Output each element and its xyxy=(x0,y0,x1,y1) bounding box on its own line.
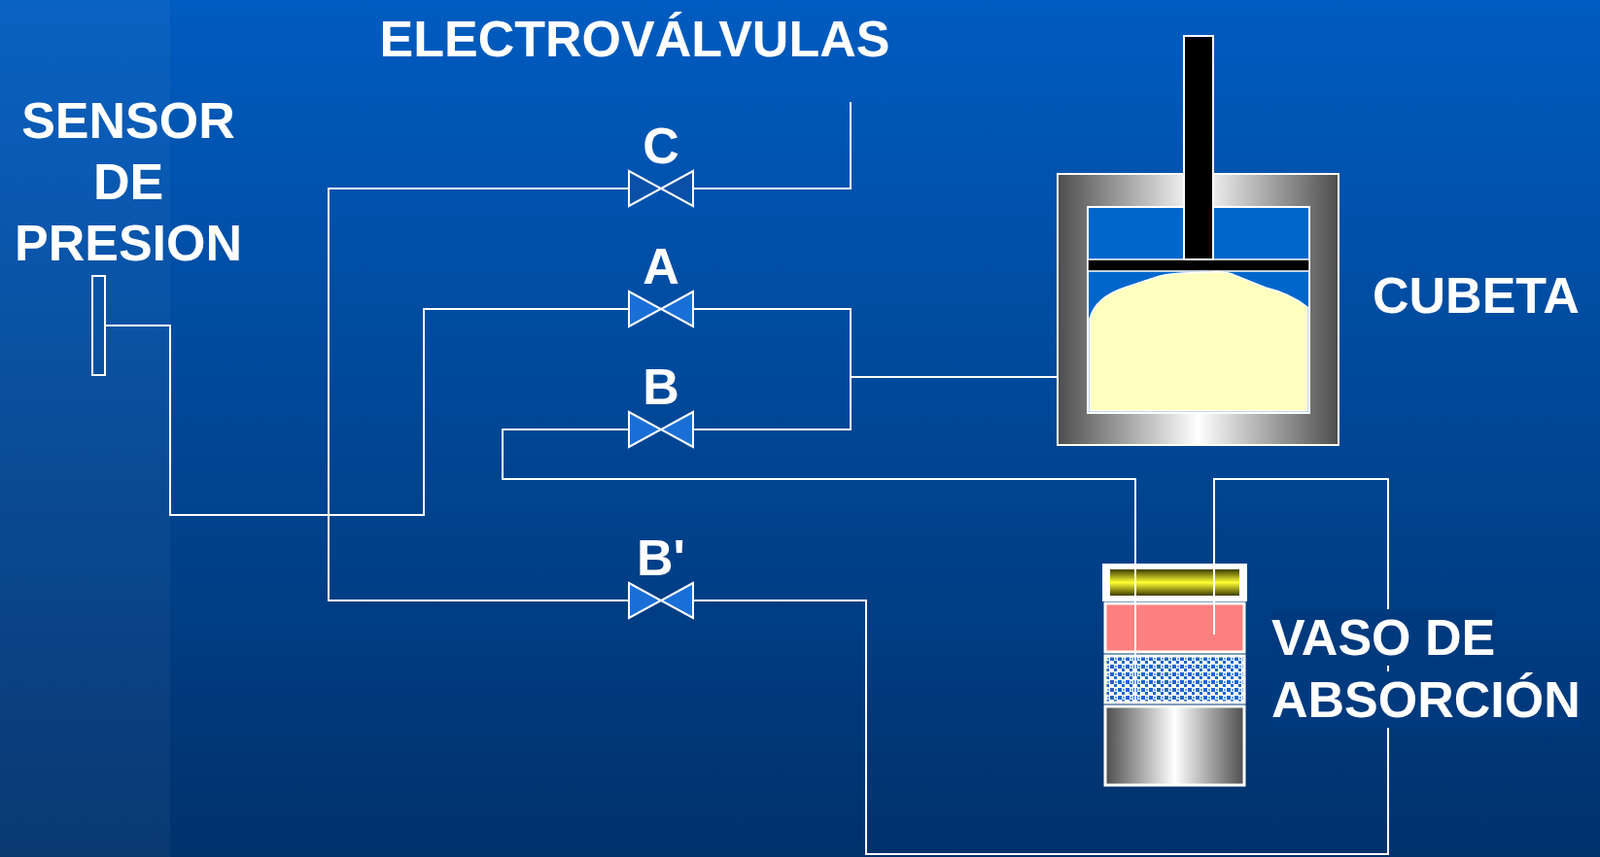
valve-label: A xyxy=(642,241,680,292)
pipe-connector xyxy=(693,309,1057,378)
sensor-symbol xyxy=(92,276,105,376)
pipe-connector xyxy=(328,188,629,601)
vessel-illustration xyxy=(1102,563,1248,786)
solenoid-valve: B xyxy=(628,412,694,448)
valve-label: C xyxy=(642,120,680,172)
pipe-connector xyxy=(502,429,1136,564)
pipe-connector xyxy=(693,479,1389,855)
part-label: VASO DE ABSORCIÓN xyxy=(1271,609,1581,729)
pressure-sensor: SENSOR DE PRESION xyxy=(91,275,106,377)
vent-line xyxy=(693,102,851,189)
pipe-connector xyxy=(105,309,629,516)
valve-label: B' xyxy=(636,532,686,584)
label-wrap: VASO DE ABSORCIÓN xyxy=(1271,606,1595,731)
valve-symbol xyxy=(628,412,694,448)
solenoid-valve: A xyxy=(628,291,694,327)
diagram-title: ELECTROVÁLVULAS xyxy=(380,13,891,65)
valve-symbol xyxy=(628,583,694,619)
part-label: CUBETA xyxy=(1372,270,1580,321)
absorption-vessel: VASO DE ABSORCIÓN xyxy=(1102,563,1248,788)
cell-illustration xyxy=(1057,35,1339,446)
pipe-connector xyxy=(693,377,1057,430)
valve-label: B xyxy=(642,361,680,413)
solenoid-valve: B' xyxy=(628,583,694,619)
valve-symbol xyxy=(628,171,694,207)
valve-symbol xyxy=(628,291,694,327)
part-label: SENSOR DE PRESION xyxy=(1,90,255,275)
solenoid-valve: C xyxy=(628,171,694,207)
sample-cell: CUBETA xyxy=(1056,173,1340,447)
